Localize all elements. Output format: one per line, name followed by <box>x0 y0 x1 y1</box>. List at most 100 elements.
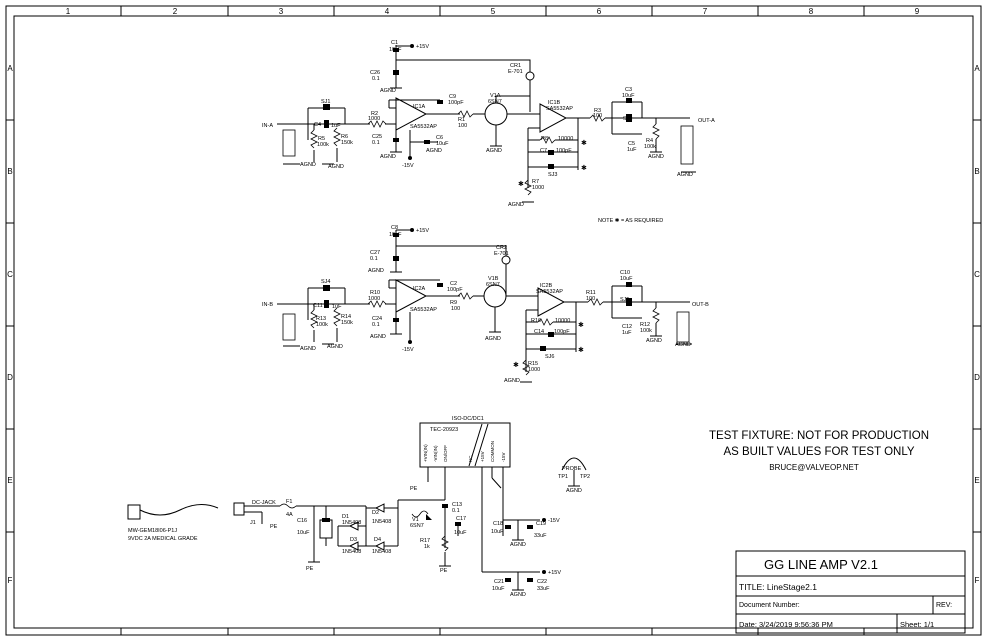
c26-label: C26 <box>370 70 380 76</box>
ic2a-value: SA5532AP <box>410 307 437 313</box>
r11-value: 100 <box>586 296 595 302</box>
r8-value: 10000 <box>558 136 573 142</box>
fixture-note-line2: AS BUILT VALUES FOR TEST ONLY <box>723 446 914 458</box>
pin-label: COMMON <box>490 441 495 462</box>
c17-capacitor <box>455 522 461 526</box>
r8-label: R8 <box>541 136 548 142</box>
agnd-label: AGND <box>368 268 384 274</box>
agnd-label: AGND <box>486 148 502 154</box>
sj1-jumper <box>323 104 330 110</box>
d1-label: D1 <box>342 514 349 520</box>
row-label: E <box>7 476 12 485</box>
ic1b-value: SA5532AP <box>546 106 573 112</box>
r16-label: R16 <box>531 318 541 324</box>
col-label: 7 <box>703 7 708 16</box>
agnd-label: AGND <box>566 488 582 494</box>
in-a-jumper-block <box>282 129 296 157</box>
pin-label: ON/OFF <box>443 445 448 462</box>
v1a-tube-symbol <box>484 102 508 126</box>
iso-dcdc-module <box>419 422 511 468</box>
v1-label: V1 <box>412 517 419 523</box>
supply-node <box>408 340 412 344</box>
pin-label: +VIN(IN) <box>423 444 428 462</box>
v1b-label: V1B <box>488 276 499 282</box>
r10-value: 1000 <box>368 296 380 302</box>
pin-label: -VIN(IN) <box>433 445 438 462</box>
agnd-label: AGND <box>485 336 501 342</box>
agnd-label: AGND <box>510 542 526 548</box>
channel-a-labels: IN-A OUT-A C1 10uF +15V C26 0.1 AGND CR1… <box>262 40 715 208</box>
c10-label: C10 <box>620 270 630 276</box>
r6-value: 150k <box>341 140 353 146</box>
row-label: F <box>8 576 13 585</box>
agnd-label: AGND <box>675 342 691 348</box>
sheet-title: TITLE: LineStage2.1 <box>739 582 817 592</box>
r4-value: 100k <box>644 144 656 150</box>
agnd-label: AGND <box>370 334 386 340</box>
r15-label: R15 <box>528 361 538 367</box>
v1a-label: V1A <box>490 93 501 99</box>
agnd-label: AGND <box>300 346 316 352</box>
agnd-label: AGND <box>677 172 693 178</box>
channel-b-labels: IN-B OUT-B C8 10uF +15V C27 0.1 AGND CR2… <box>262 225 709 384</box>
col-label: 8 <box>809 7 814 16</box>
c2-capacitor <box>437 283 443 287</box>
sj5-jumper <box>626 298 632 306</box>
v1-heater-symbol <box>411 510 429 518</box>
r3-label: R3 <box>594 108 601 114</box>
sj2-jumper <box>626 114 632 122</box>
ic2b-value: SA5532AP <box>536 289 563 295</box>
c2-value: 100pF <box>447 287 463 293</box>
channel-a-circuit <box>277 44 696 203</box>
agnd-label: AGND <box>504 378 520 384</box>
c13-capacitor <box>442 504 448 508</box>
revision: REV: <box>936 602 952 609</box>
sj5-label: SJ5 <box>620 297 629 303</box>
v1a-value: 6SN7 <box>488 99 502 105</box>
c11-label: C11 <box>313 303 323 309</box>
c4-label: C4 <box>314 122 321 128</box>
c21-label: C21 <box>494 579 504 585</box>
ic2a-opamp-symbol <box>395 279 428 313</box>
c21-value: 10uF <box>492 586 505 592</box>
c16-value: 10uF <box>297 530 310 536</box>
sj4-jumper <box>323 285 330 291</box>
r15-value: 1000 <box>528 367 540 373</box>
pin-label: NC <box>468 455 473 462</box>
r17-label: R17 <box>420 538 430 544</box>
cr2-value: E-701 <box>494 251 509 257</box>
pe-label: PE <box>440 568 448 574</box>
c18-value: 10uF <box>491 529 504 535</box>
row-label: F <box>975 576 980 585</box>
cr1-label: CR1 <box>510 63 521 69</box>
vplus-label: +15V <box>416 44 429 50</box>
r11-label: R11 <box>586 290 596 296</box>
cr2-label: CR2 <box>496 245 507 251</box>
r4-label: R4 <box>646 138 653 144</box>
c1-label: C1 <box>391 40 398 46</box>
agnd-label: AGND <box>380 88 396 94</box>
c14-label: C14 <box>534 329 544 335</box>
c3-capacitor <box>626 98 632 103</box>
sj3-label: SJ3 <box>548 172 557 178</box>
vminus-label: -15V <box>402 163 414 169</box>
col-label: 1 <box>66 7 71 16</box>
c16-capacitor <box>319 519 333 539</box>
ic2b-opamp-symbol <box>537 287 566 317</box>
c5-value: 1uF <box>627 147 637 153</box>
c22-capacitor <box>527 578 533 582</box>
row-label: C <box>7 270 13 279</box>
d1-value: 1N5408 <box>342 520 361 526</box>
tec-label: TEC-20923 <box>430 427 458 433</box>
in-b-jumper-block <box>282 313 296 341</box>
sheet-number: Sheet: 1/1 <box>900 620 934 629</box>
row-label: A <box>974 64 980 73</box>
c7-value: 100pF <box>556 148 572 154</box>
pin-label: -15V <box>501 452 506 462</box>
r13-value: 100k <box>316 322 328 328</box>
probe-symbol <box>561 457 587 471</box>
ic2a-label: IC2A <box>413 286 426 292</box>
c4-value: 1uF <box>331 123 341 129</box>
column-labels-top: 1 2 3 4 5 6 7 8 9 <box>66 7 920 16</box>
pe-label: PE <box>306 566 314 572</box>
